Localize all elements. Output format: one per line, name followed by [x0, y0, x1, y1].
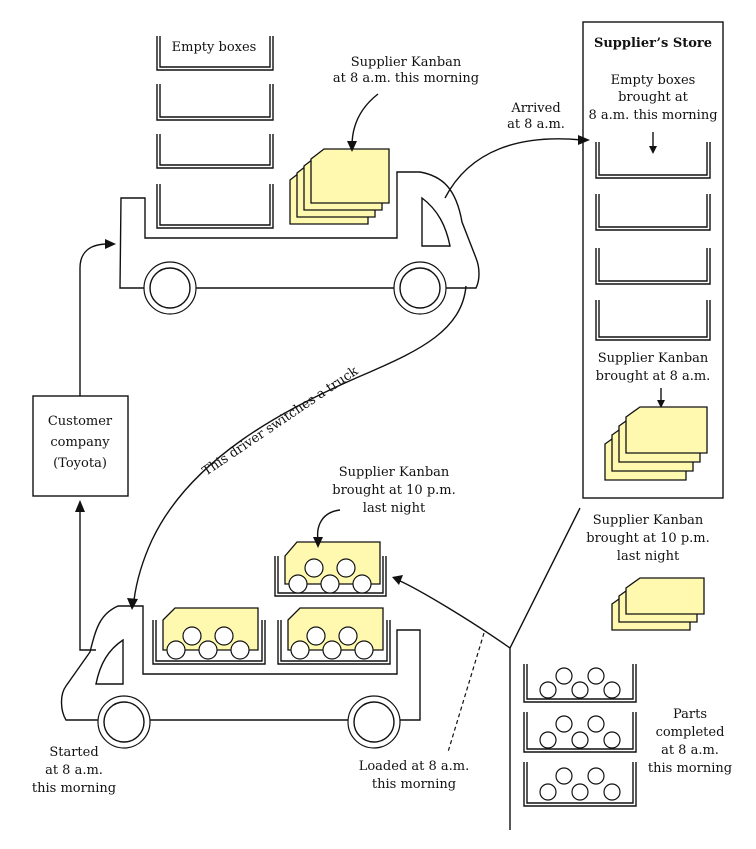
driver-switch-curve — [133, 285, 467, 601]
kanban-night-right-label-3: last night — [617, 549, 680, 564]
started-label-3: this morning — [32, 781, 116, 796]
top-truck-rear-wheel — [143, 261, 197, 315]
bottom-truck-body — [60, 605, 421, 721]
arrived-arrow — [444, 138, 583, 199]
loaded-label-1: Loaded at 8 a.m. — [359, 759, 470, 774]
store-empty-boxes — [595, 142, 711, 341]
customer-to-top-truck-arrow — [79, 243, 109, 396]
bottom-truck-front-wheel — [97, 695, 151, 749]
supplier-store-box — [582, 21, 724, 499]
parts-label-3: at 8 a.m. — [661, 743, 719, 758]
store-empty-label-2: brought at — [618, 90, 689, 105]
top-truck-body — [119, 171, 480, 289]
started-label-1: Started — [49, 745, 98, 760]
parts-label-1: Parts — [673, 707, 707, 722]
customer-label-3: (Toyota) — [53, 456, 107, 471]
bottom-truck-window — [95, 638, 124, 685]
top-kanban-stack — [289, 148, 390, 225]
bottom-parts-boxes — [152, 541, 391, 665]
bottom-truck-rear-wheel — [347, 695, 401, 749]
kanban-pointer-arrow — [351, 93, 379, 147]
loading-arrow — [397, 579, 511, 649]
supplier-kanban-morning-time: at 8 a.m. this morning — [333, 71, 479, 86]
store-empty-label-3: 8 a.m. this morning — [588, 108, 717, 123]
right-kanban-stack — [611, 577, 705, 631]
top-truck-window — [421, 196, 451, 247]
kanban-night-label-2: brought at 10 p.m. — [332, 483, 455, 498]
loaded-pointer-dashed — [447, 632, 485, 753]
store-empty-label-1: Empty boxes — [611, 73, 696, 88]
kanban-night-right-label-1: Supplier Kanban — [593, 513, 704, 528]
top-truck — [119, 171, 480, 315]
top-empty-boxes — [156, 36, 274, 229]
parts-completed-boxes — [523, 664, 637, 807]
empty-boxes-label: Empty boxes — [172, 40, 257, 55]
kanban-night-label-1: Supplier Kanban — [339, 465, 450, 480]
bottom-truck — [60, 605, 421, 749]
bottom-truck-to-customer-arrow — [79, 512, 96, 651]
customer-label-2: company — [50, 435, 110, 450]
supplier-store-title: Supplier’s Store — [594, 36, 712, 51]
loaded-label-2: this morning — [372, 777, 456, 792]
arrived-time: at 8 a.m. — [507, 117, 565, 132]
parts-label-4: this morning — [648, 761, 732, 776]
store-kanban-label-1: Supplier Kanban — [598, 351, 709, 366]
top-truck-front-wheel — [393, 261, 447, 315]
supplier-kanban-morning-label: Supplier Kanban — [351, 55, 462, 70]
store-kanban-stack — [604, 406, 708, 481]
customer-label-1: Customer — [48, 414, 113, 429]
parts-label-2: completed — [656, 725, 725, 740]
driver-switch-label: This driver switches a truck — [200, 364, 361, 480]
started-label-2: at 8 a.m. — [45, 763, 103, 778]
kanban-night-label-3: last night — [363, 501, 426, 516]
arrived-label: Arrived — [510, 101, 560, 116]
kanban-night-right-label-2: brought at 10 p.m. — [586, 531, 709, 546]
store-kanban-label-2: brought at 8 a.m. — [596, 369, 711, 384]
